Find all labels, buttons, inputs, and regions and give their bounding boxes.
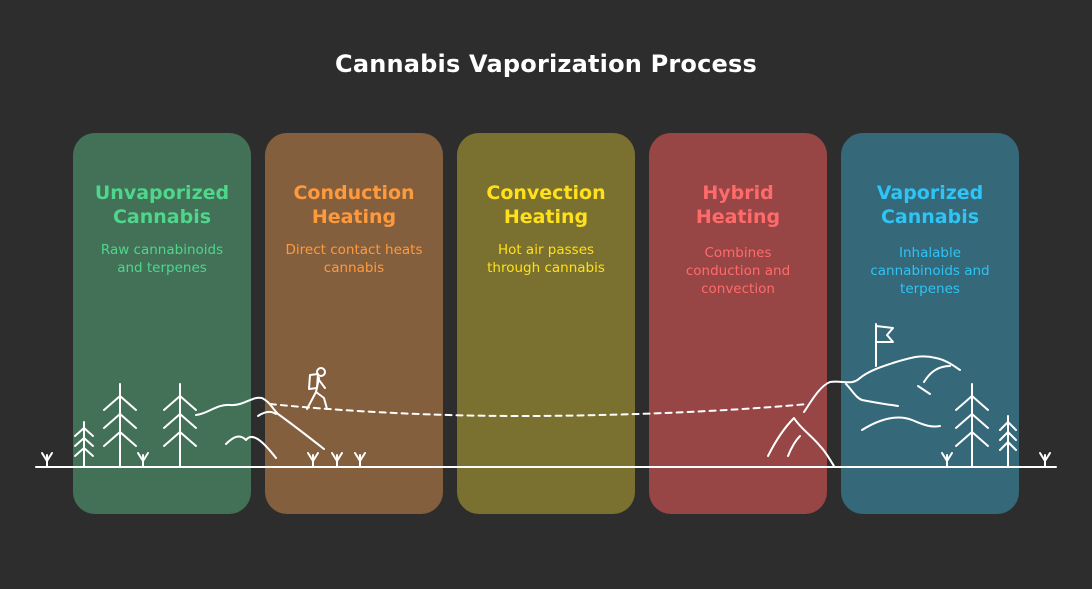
stage-desc-line: and terpenes xyxy=(117,260,207,276)
stage-title-line: Convection xyxy=(486,182,606,204)
pine-tree-icon xyxy=(999,415,1017,468)
hill-outline xyxy=(225,435,277,459)
stage-desc-line: cannabinoids and xyxy=(870,263,990,279)
diagram-title: Cannabis Vaporization Process xyxy=(335,50,757,78)
hiker-icon xyxy=(306,367,328,410)
stage-desc-line: Combines xyxy=(704,245,772,261)
stage-title-line: Cannabis xyxy=(880,206,980,228)
stage-title-line: Heating xyxy=(695,206,781,228)
stage-desc-line: through cannabis xyxy=(487,260,605,276)
mountain-outline xyxy=(803,355,961,413)
stage-title-line: Heating xyxy=(311,206,397,228)
mountain-outline xyxy=(845,383,899,407)
grass-tuft-icon xyxy=(41,452,53,468)
stage-title-line: Hybrid xyxy=(702,182,774,204)
stage-title: Unvaporized Cannabis xyxy=(73,181,251,229)
mountain-outline xyxy=(923,365,951,383)
stage-desc-line: convection xyxy=(701,281,775,297)
stage-desc-line: Inhalable xyxy=(898,245,961,261)
grass-tuft-icon xyxy=(1039,452,1051,468)
stage-card-vaporized: Vaporized Cannabis Inhalable cannabinoid… xyxy=(841,133,1019,514)
pine-tree-icon xyxy=(955,383,989,468)
stage-title-line: Heating xyxy=(503,206,589,228)
stage-description: Inhalable cannabinoids and terpenes xyxy=(851,244,1009,298)
stage-title: Hybrid Heating xyxy=(649,181,827,229)
grass-tuft-icon xyxy=(307,452,319,468)
hill-outline xyxy=(195,396,325,450)
stage-description: Direct contact heats cannabis xyxy=(275,241,433,277)
stage-desc-line: Hot air passes xyxy=(497,242,595,258)
pine-tree-icon xyxy=(74,421,94,468)
stage-desc-line: terpenes xyxy=(900,281,960,297)
stage-title: Convection Heating xyxy=(457,181,635,229)
stage-card-convection: Convection Heating Hot air passes throug… xyxy=(457,133,635,514)
stage-card-conduction: Conduction Heating Direct contact heats … xyxy=(265,133,443,514)
stage-title: Vaporized Cannabis xyxy=(841,181,1019,229)
pine-tree-icon xyxy=(163,383,197,468)
mountain-outline xyxy=(861,416,941,431)
grass-tuft-icon xyxy=(941,452,953,468)
stage-title-line: Unvaporized xyxy=(94,182,230,204)
stage-description: Raw cannabinoids and terpenes xyxy=(83,241,241,277)
stage-description: Hot air passes through cannabis xyxy=(467,241,625,277)
stage-card-unvaporized: Unvaporized Cannabis Raw cannabinoids an… xyxy=(73,133,251,514)
mountain-outline xyxy=(767,417,835,467)
stage-desc-line: cannabis xyxy=(323,260,385,276)
stage-description: Combines conduction and convection xyxy=(659,244,817,298)
pine-tree-icon xyxy=(103,383,137,468)
stage-desc-line: Raw cannabinoids xyxy=(100,242,224,258)
flag-icon xyxy=(875,323,894,367)
mountain-outline xyxy=(917,385,931,395)
stage-desc-line: Direct contact heats xyxy=(285,242,423,258)
hill-outline xyxy=(257,410,277,417)
stage-title-line: Cannabis xyxy=(112,206,212,228)
grass-tuft-icon xyxy=(354,452,366,468)
mountain-outline xyxy=(787,435,801,457)
stage-title: Conduction Heating xyxy=(265,181,443,229)
stage-title-line: Vaporized xyxy=(876,182,984,204)
stage-title-line: Conduction xyxy=(293,182,415,204)
trail-path xyxy=(269,403,809,417)
grass-tuft-icon xyxy=(331,452,343,468)
grass-tuft-icon xyxy=(137,452,149,468)
stage-desc-line: conduction and xyxy=(685,263,791,279)
stage-card-hybrid: Hybrid Heating Combines conduction and c… xyxy=(649,133,827,514)
